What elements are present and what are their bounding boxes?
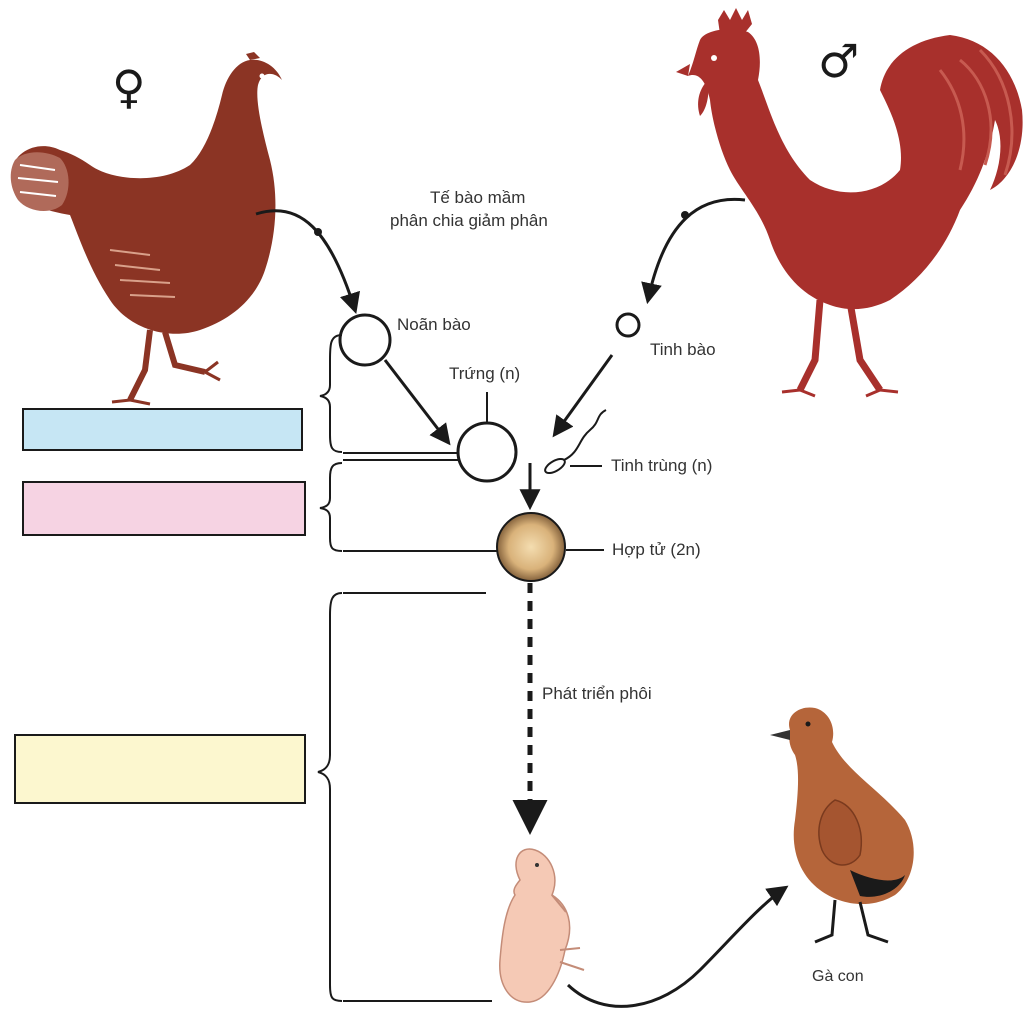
germ-cell-label-line1: Tế bào mầm (430, 188, 526, 207)
rooster-arrow (641, 197, 746, 305)
female-symbol: ♀ (112, 60, 146, 114)
zygote-label: Hợp tử (2n) (612, 540, 701, 559)
brace-development (317, 592, 343, 1002)
brace-fertilization (319, 462, 343, 552)
oocyte-cell (338, 313, 392, 367)
rooster-illustration (676, 8, 1023, 398)
germ-cell-label-line2: phân chia giảm phân (390, 211, 548, 230)
embryo-to-chick-arrow (566, 885, 789, 1008)
brace-gametogenesis (319, 334, 343, 453)
zygote-cell (496, 512, 566, 582)
hen-illustration (10, 52, 283, 406)
chick-label: Gà con (812, 968, 864, 985)
spermatocyte-label: Tinh bào (650, 340, 716, 359)
sperm-cell (544, 409, 607, 474)
embryo-development-label: Phát triển phôi (542, 684, 652, 703)
embryo-illustration (499, 848, 585, 1003)
hen-arrow (255, 209, 361, 315)
male-symbol: ♂ (818, 34, 860, 88)
chick-illustration (770, 707, 914, 944)
oocyte-to-egg-arrow (383, 359, 451, 446)
answer-box-pink[interactable] (22, 481, 306, 536)
spermatocyte-cell (615, 312, 641, 338)
spermatocyte-to-sperm-arrow (552, 354, 614, 438)
sperm-label: Tinh trùng (n) (611, 456, 713, 475)
egg-cell (456, 421, 518, 483)
answer-box-blue[interactable] (22, 408, 303, 451)
oocyte-label: Noãn bào (397, 315, 471, 334)
egg-label: Trứng (n) (449, 364, 521, 383)
answer-box-yellow[interactable] (14, 734, 306, 804)
